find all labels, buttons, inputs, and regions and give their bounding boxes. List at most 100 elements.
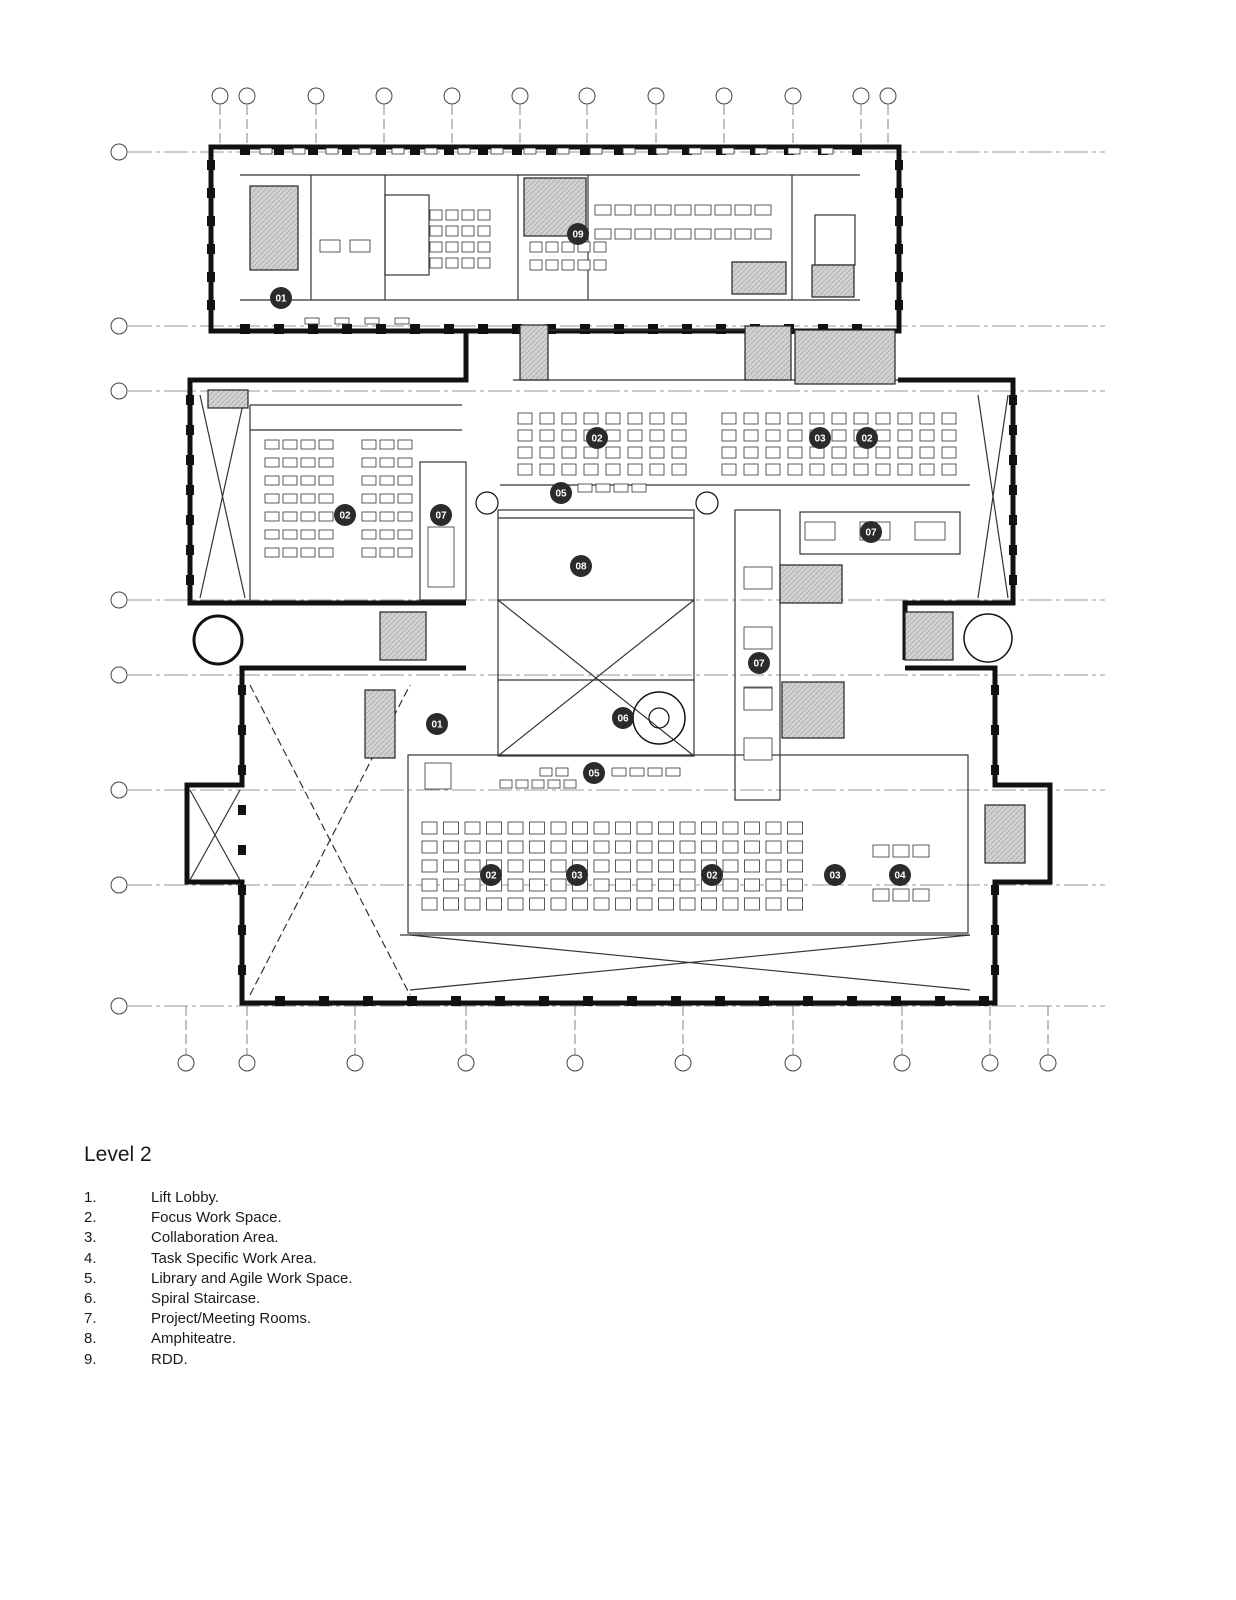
desk	[427, 526, 455, 588]
desk	[264, 493, 280, 504]
desk	[555, 767, 569, 777]
column	[991, 725, 999, 735]
column	[991, 925, 999, 935]
desk	[679, 821, 696, 835]
column	[891, 996, 901, 1006]
desk	[464, 897, 481, 911]
legend-label: Lift Lobby.	[151, 1189, 220, 1206]
desk	[721, 446, 737, 459]
desk	[722, 840, 739, 854]
desk	[361, 529, 377, 540]
column	[818, 324, 828, 334]
desk	[477, 209, 491, 221]
desk	[464, 821, 481, 835]
tag-03-collaboration-area: 03	[809, 427, 831, 449]
column	[895, 188, 903, 198]
desk	[658, 878, 674, 892]
desk	[318, 457, 334, 468]
desk	[264, 529, 280, 540]
desk	[679, 878, 696, 892]
desk	[787, 147, 801, 155]
column	[512, 145, 522, 155]
desk	[507, 859, 524, 873]
desk	[334, 317, 350, 325]
svg-text:03: 03	[829, 871, 841, 882]
desk	[507, 878, 524, 892]
column	[407, 996, 417, 1006]
desk	[443, 821, 459, 835]
desk	[397, 457, 413, 468]
legend-item: 3.Collaboration Area.	[84, 1228, 353, 1248]
desk	[361, 493, 377, 504]
tag-02-focus-work-space: 02	[856, 427, 878, 449]
legend-number: 3.	[84, 1229, 97, 1247]
desk	[379, 493, 395, 504]
desk	[529, 859, 545, 873]
desk	[743, 412, 759, 425]
column	[539, 996, 549, 1006]
desk	[734, 204, 752, 216]
desk	[264, 547, 280, 558]
grid-bubble	[578, 87, 596, 105]
desk	[897, 463, 913, 476]
desk	[397, 511, 413, 522]
legend-item: 2.Focus Work Space.	[84, 1208, 353, 1228]
legend-item: 5.Library and Agile Work Space.	[84, 1269, 353, 1289]
desk	[744, 840, 760, 854]
desk	[529, 821, 545, 835]
legend-label: RDD.	[151, 1350, 188, 1368]
column	[319, 996, 329, 1006]
furniture	[259, 147, 957, 911]
column	[238, 885, 246, 895]
column	[895, 244, 903, 254]
desk	[572, 840, 588, 854]
column	[546, 324, 556, 334]
grid-bubble	[238, 1054, 256, 1072]
desk	[919, 446, 935, 459]
column	[627, 996, 637, 1006]
grid-bubble	[110, 317, 128, 335]
desk	[361, 475, 377, 486]
desk	[787, 878, 803, 892]
desk	[658, 821, 674, 835]
desk	[561, 241, 575, 253]
desk	[701, 897, 717, 911]
desk	[529, 241, 543, 253]
desk	[461, 209, 475, 221]
desk	[941, 463, 957, 476]
desk	[941, 446, 957, 459]
desk	[649, 429, 665, 442]
desk	[744, 878, 760, 892]
desk	[397, 547, 413, 558]
grid-bubble	[177, 1054, 195, 1072]
desk	[547, 779, 561, 789]
desk	[853, 412, 869, 425]
desk	[679, 897, 696, 911]
desk	[627, 446, 643, 459]
desk	[443, 859, 459, 873]
desk	[787, 429, 803, 442]
column	[671, 996, 681, 1006]
plan-title: Level 2	[84, 1143, 152, 1166]
desk	[615, 878, 631, 892]
column	[444, 324, 454, 334]
desk	[282, 547, 298, 558]
desk	[615, 821, 631, 835]
legend-label: Library and Agile Work Space.	[151, 1269, 353, 1287]
desk	[443, 878, 459, 892]
desk	[787, 821, 803, 835]
desk	[561, 446, 577, 459]
desk	[734, 228, 752, 240]
desk	[421, 897, 438, 911]
column	[186, 515, 194, 525]
desk	[477, 225, 491, 237]
column	[238, 805, 246, 815]
legend-label: Focus Work Space.	[151, 1209, 282, 1227]
svg-text:02: 02	[591, 434, 603, 445]
desk	[259, 147, 273, 155]
desk	[743, 566, 773, 590]
desk	[325, 147, 339, 155]
column	[274, 145, 284, 155]
desk	[593, 821, 610, 835]
desk	[593, 859, 610, 873]
